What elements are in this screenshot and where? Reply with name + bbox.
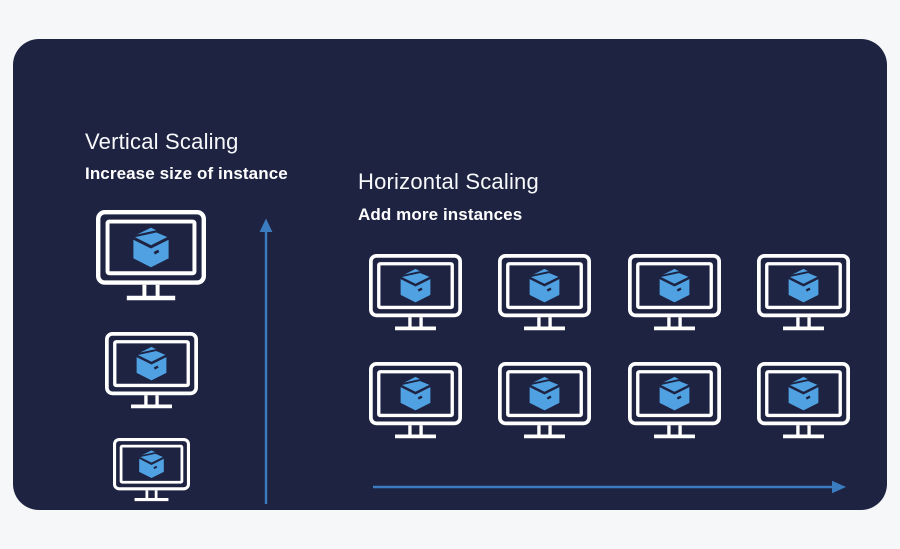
horizontal-monitor-icon <box>628 254 721 332</box>
scaling-comparison-card: Vertical Scaling Increase size of instan… <box>13 39 887 510</box>
horizontal-monitor-icon <box>757 362 850 440</box>
up-arrow-icon <box>259 218 273 504</box>
vertical-monitor-icon <box>96 210 206 302</box>
horizontal-monitor-icon <box>757 254 850 332</box>
horizontal-scaling-title: Horizontal Scaling <box>358 169 539 194</box>
vertical-scaling-title: Vertical Scaling <box>85 129 239 154</box>
vertical-monitor-icon <box>105 332 198 410</box>
horizontal-scaling-subtitle: Add more instances <box>358 205 523 224</box>
horizontal-monitor-icon <box>628 362 721 440</box>
horizontal-monitor-icon <box>498 254 591 332</box>
vertical-scaling-subtitle: Increase size of instance <box>85 164 288 183</box>
horizontal-monitor-icon <box>369 362 462 440</box>
vertical-monitor-icon <box>113 438 190 503</box>
horizontal-monitor-icon <box>369 254 462 332</box>
right-arrow-icon <box>373 480 846 494</box>
horizontal-monitor-icon <box>498 362 591 440</box>
